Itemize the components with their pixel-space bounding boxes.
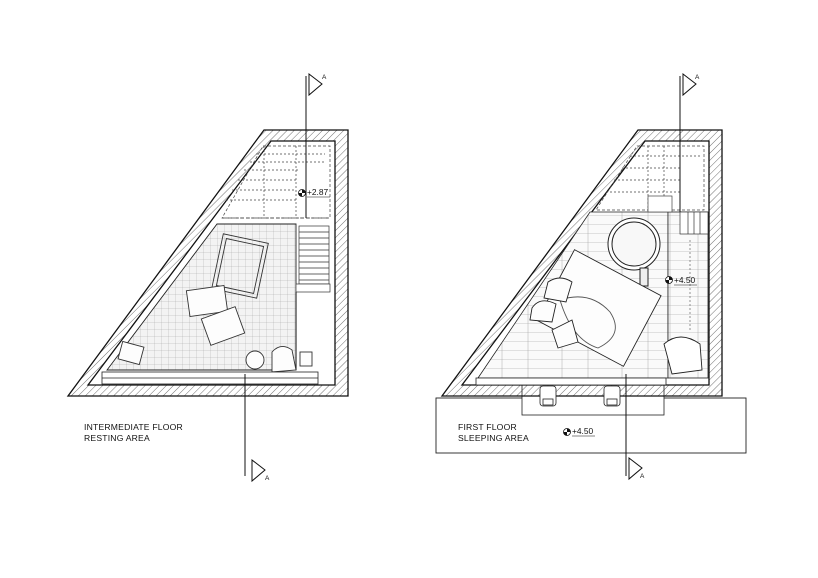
- resting-furniture: [117, 233, 313, 373]
- window-sill: [475, 377, 667, 386]
- level-value: +2.87: [307, 187, 329, 197]
- round-bathtub: [607, 217, 661, 287]
- first-floor-plan: +4.50 +4.50 A A FIRST FLOOR SLEEPING ARE…: [435, 72, 747, 481]
- section-label-bottom: A: [640, 473, 645, 480]
- terrace-level-marker: +4.50: [563, 426, 595, 437]
- plan-title: FIRST FLOOR: [458, 422, 517, 432]
- staircase: [221, 145, 331, 219]
- section-line-a: [625, 72, 697, 481]
- plan-subtitle: RESTING AREA: [84, 433, 150, 443]
- plan-title: INTERMEDIATE FLOOR: [84, 422, 183, 432]
- cushion: [200, 306, 246, 346]
- chair: [271, 346, 297, 373]
- wall-outline: [440, 129, 723, 397]
- armchair: [663, 336, 703, 375]
- level-marker: +4.50: [665, 275, 697, 286]
- level-marker: +2.87: [298, 187, 330, 198]
- intermediate-floor-plan: +2.87 A A INTERMEDIATE FLOOR RESTING ARE…: [66, 72, 349, 483]
- section-label-top: A: [695, 74, 700, 81]
- mattress: [211, 233, 269, 299]
- section-label-bottom: A: [265, 475, 270, 482]
- section-line-a: [244, 72, 323, 483]
- cushion: [185, 284, 229, 318]
- window-sill: [101, 371, 319, 385]
- section-label-top: A: [322, 74, 327, 81]
- terrace-level-value: +4.50: [572, 426, 594, 436]
- side-table: [245, 350, 265, 370]
- level-value: +4.50: [674, 275, 696, 285]
- wall-outline: [66, 129, 349, 397]
- cushion: [117, 340, 145, 366]
- terrace-chairs: [539, 385, 621, 407]
- plan-subtitle: SLEEPING AREA: [458, 433, 529, 443]
- side-stair: [295, 225, 331, 370]
- double-bed: [529, 249, 662, 367]
